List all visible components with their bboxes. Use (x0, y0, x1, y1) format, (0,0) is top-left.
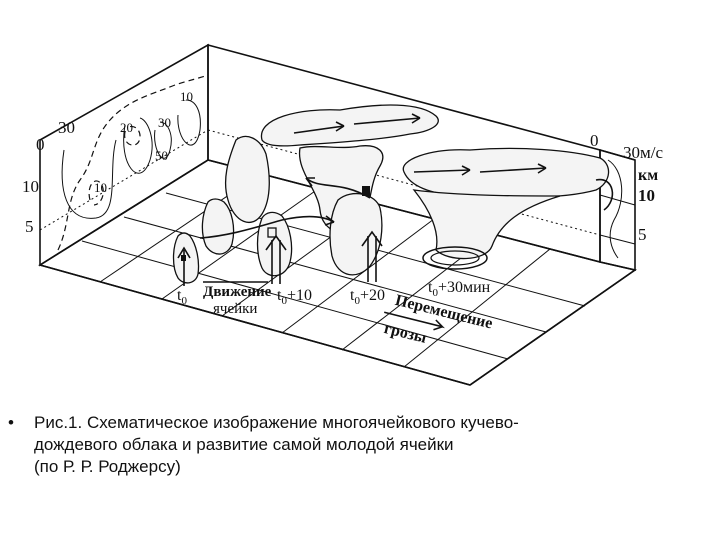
cell-motion-line1: Движение (203, 284, 272, 300)
hail-marker-small (181, 255, 186, 261)
caption-text: Рис.1. Схематическое изображение многояч… (34, 412, 674, 478)
contour-label-50: 50 (155, 148, 168, 163)
flow-arrows (199, 113, 614, 239)
cell-motion-line2: ячейки (213, 301, 257, 317)
dissipating-cell-cloud (402, 147, 610, 270)
thunderstorm-cell-diagram: 0 30 10 5 10 20 30 50 10 (22, 43, 663, 386)
back-wall-grid (39, 129, 636, 245)
left-wall-contours (57, 74, 209, 251)
left-axis-30: 30 (58, 118, 75, 137)
updraft-arrows (177, 230, 383, 286)
contour-label-20: 20 (120, 120, 133, 135)
time-t0-plus-30: t0+30мин (428, 279, 491, 299)
right-axis-0: 0 (590, 131, 599, 150)
storm-motion-line2: грозы (382, 320, 428, 347)
right-axis-speed: 30м/с (623, 143, 663, 162)
left-axis-0: 0 (36, 135, 45, 154)
hail-marker-large (362, 186, 370, 196)
right-axis-km: км (638, 167, 658, 184)
contour-label-10: 10 (180, 89, 193, 104)
time-labels: t0 t0+10 t0+20 t0+30мин (177, 279, 491, 307)
right-axis-5: 5 (638, 225, 647, 244)
caption-line-1: Рис.1. Схематическое изображение многояч… (34, 413, 519, 432)
caption-bullet: • (8, 413, 14, 432)
time-t0: t0 (177, 287, 187, 307)
contour-label-10b: 10 (94, 180, 107, 195)
time-t0-plus-20: t0+20 (350, 287, 385, 307)
left-axis-10: 10 (22, 177, 39, 196)
hail-marker-mid (267, 227, 277, 238)
left-axis-5: 5 (25, 217, 34, 236)
caption-line-3: (по Р. Р. Роджерсу) (34, 457, 181, 476)
mature-cell-cloud (172, 104, 439, 284)
left-axis-labels: 0 30 10 5 10 20 30 50 10 (22, 89, 193, 236)
contour-label-30: 30 (158, 115, 171, 130)
right-axis-10: 10 (638, 186, 655, 205)
right-axis-labels: 0 30м/с км 10 5 (590, 131, 663, 259)
time-t0-plus-10: t0+10 (277, 287, 312, 307)
particle-markers (181, 186, 370, 261)
caption-line-2: дождевого облака и развитие самой молодо… (34, 435, 454, 454)
cell-motion-label: Движение ячейки (203, 281, 272, 317)
